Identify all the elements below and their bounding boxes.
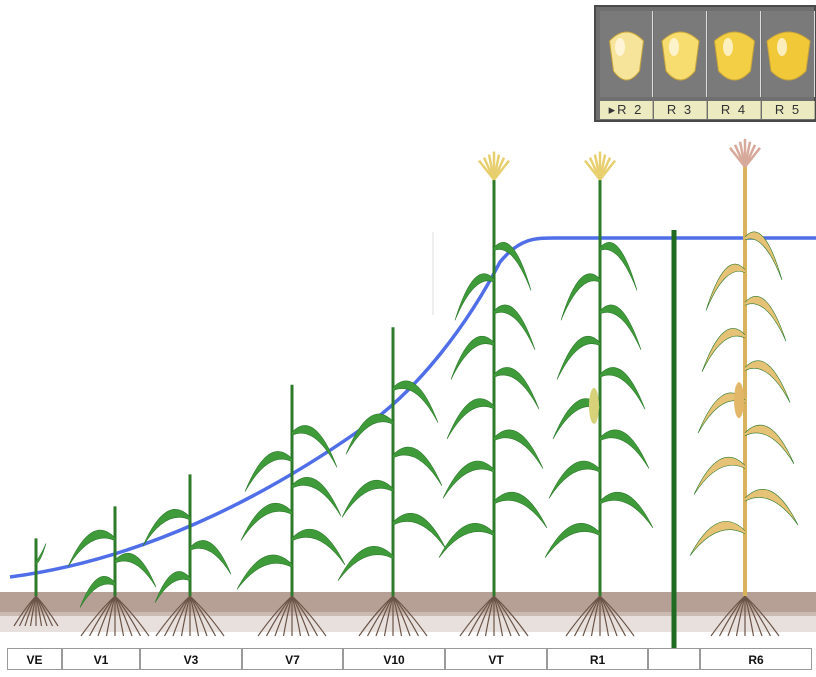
plant-r1 [544, 151, 654, 637]
stage-label-r6[interactable]: R6 [700, 648, 812, 670]
stage-label-v1[interactable]: V1 [62, 648, 140, 670]
kernel-icon [661, 31, 700, 81]
plant-r6 [689, 138, 799, 637]
kernel-cell[interactable] [762, 11, 815, 97]
plant-v10 [337, 327, 447, 637]
plant-ve [13, 538, 59, 627]
kernel-cell[interactable] [654, 11, 707, 97]
plant-v7 [236, 384, 346, 637]
kernel-stage-label[interactable]: R 4 [708, 101, 761, 119]
plant-v3 [142, 474, 232, 637]
kernel-icon [608, 31, 645, 81]
kernel-icon [713, 31, 756, 81]
growth-curve [9, 236, 816, 579]
stage-label-vt[interactable]: VT [445, 648, 547, 670]
stage-label-ve[interactable]: VE [7, 648, 62, 670]
kernel-stage-label[interactable]: ▸R 2 [600, 101, 653, 119]
stage-label-v7[interactable]: V7 [242, 648, 343, 670]
stage-label-v3[interactable]: V3 [140, 648, 242, 670]
kernel-icon [766, 31, 811, 81]
kernel-stage-label[interactable]: R 3 [654, 101, 707, 119]
plant-vt [438, 151, 548, 637]
kernel-cell[interactable] [708, 11, 761, 97]
plant-v1 [67, 506, 157, 637]
stage-label-v10[interactable]: V10 [343, 648, 445, 670]
stage-label-blank[interactable] [648, 648, 700, 670]
stage-label-r1[interactable]: R1 [547, 648, 648, 670]
kernel-stage-label[interactable]: R 5 [762, 101, 815, 119]
kernel-cell[interactable] [600, 11, 653, 97]
